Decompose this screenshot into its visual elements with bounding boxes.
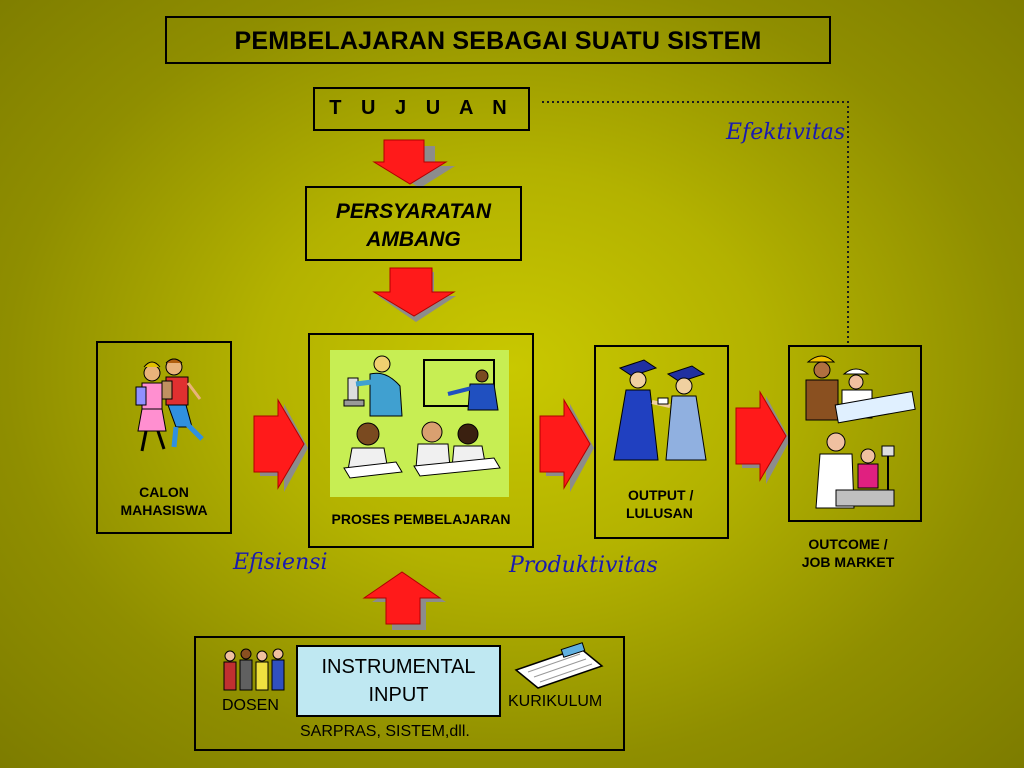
up-arrow-icon — [362, 571, 446, 630]
graduates-icon — [613, 359, 707, 461]
instrumental-input-box — [194, 636, 625, 751]
proses-label: PROSES PEMBELAJARAN — [331, 511, 511, 527]
output-box — [594, 345, 729, 539]
instrumental-line1: INSTRUMENTAL — [321, 656, 476, 678]
calon-mahasiswa-box — [96, 341, 232, 534]
calon-line2: MAHASISWA — [120, 502, 208, 518]
output-line1: OUTPUT / — [628, 487, 694, 503]
students-walking-icon — [135, 358, 204, 452]
proses-box — [308, 333, 534, 548]
title-box: PEMBELAJARAN SEBAGAI SUATU SISTEM — [165, 16, 831, 64]
calon-line1: CALON — [139, 484, 189, 500]
output-line2: LULUSAN — [626, 505, 693, 521]
right-arrow-icon — [539, 398, 594, 492]
persyaratan-line1: PERSYARATAN — [335, 200, 492, 223]
dosen-label: DOSEN — [222, 697, 279, 714]
efektivitas-label: Efektivitas — [726, 120, 846, 145]
sarpras-label: SARPRAS, SISTEM,dll. — [300, 723, 470, 740]
right-arrow-icon — [735, 390, 790, 484]
tujuan-label: T U J U A N — [329, 97, 514, 119]
efisiensi-label: Efisiensi — [233, 550, 328, 575]
down-arrow-icon — [372, 139, 455, 188]
outcome-line1: OUTCOME / — [808, 536, 888, 552]
produktivitas-label: Produktivitas — [509, 553, 658, 578]
clipboard-icon — [514, 642, 604, 689]
down-arrow-icon — [372, 267, 456, 322]
lecturers-group-icon — [223, 648, 285, 691]
tujuan-box: T U J U A N — [313, 87, 530, 131]
instrumental-input-label-box: INSTRUMENTAL INPUT — [296, 645, 501, 717]
kurikulum-label: KURIKULUM — [508, 693, 603, 710]
outcome-box — [788, 345, 922, 522]
right-arrow-icon — [253, 398, 308, 492]
instrumental-line2: INPUT — [368, 684, 429, 706]
dotted-connector — [542, 101, 849, 346]
job-market-icon — [805, 355, 916, 509]
learning-activities-icon — [343, 355, 501, 479]
persyaratan-box: PERSYARATAN AMBANG — [305, 186, 522, 261]
page-title: PEMBELAJARAN SEBAGAI SUATU SISTEM — [234, 27, 762, 55]
persyaratan-line2: AMBANG — [366, 228, 461, 251]
outcome-line2: JOB MARKET — [801, 554, 895, 570]
